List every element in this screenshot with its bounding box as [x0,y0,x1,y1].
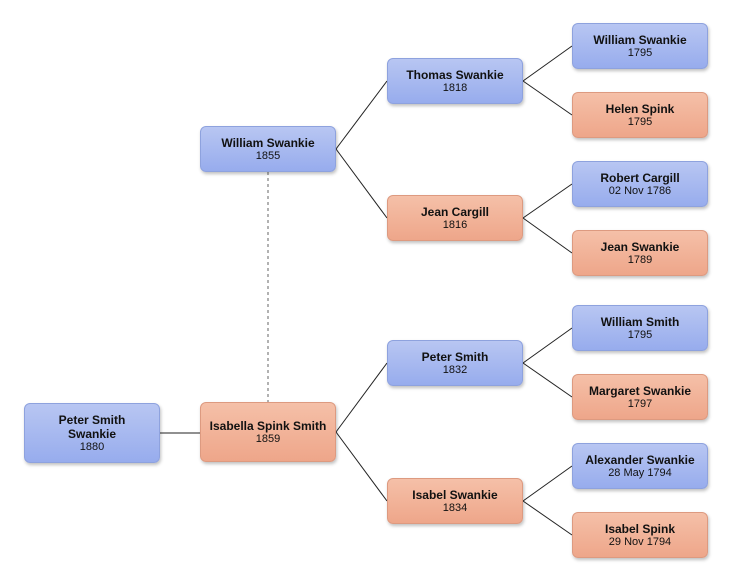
person-name: Peter Smith [421,349,489,364]
connector-pgf-ggm1 [522,80,573,116]
person-date: 1816 [442,218,468,231]
person-name: Margaret Swankie [588,383,692,398]
person-card-mother[interactable]: Isabella Spink Smith 1859 [200,402,336,462]
person-date: 02 Nov 1786 [608,184,672,197]
connector-mgm-ggf4 [522,465,573,502]
person-date: 28 May 1794 [608,466,672,479]
person-card-great-grandfather-1[interactable]: William Swankie 1795 [572,23,708,69]
person-card-maternal-grandfather[interactable]: Peter Smith 1832 [387,340,523,386]
person-card-great-grandmother-1[interactable]: Helen Spink 1795 [572,92,708,138]
person-name: William Smith [600,314,680,329]
person-card-great-grandfather-2[interactable]: Robert Cargill 02 Nov 1786 [572,161,708,207]
person-name: Thomas Swankie [406,67,504,82]
connector-mgf-ggf3 [522,327,573,364]
connector-father-pgm [335,148,388,219]
connector-mgf-ggm3 [522,362,573,398]
person-name: William Swankie [593,32,687,47]
person-card-paternal-grandmother[interactable]: Jean Cargill 1816 [387,195,523,241]
person-name: Helen Spink [605,101,675,116]
person-name: Isabel Swankie [412,487,498,502]
connector-father-pgf [335,80,388,150]
person-name: Peter Smith Swankie [58,412,126,441]
person-date: 1797 [627,397,653,410]
person-date: 1859 [255,432,281,445]
person-card-great-grandfather-3[interactable]: William Smith 1795 [572,305,708,351]
connector-pgm-ggm2 [522,217,573,254]
person-date: 1818 [442,81,468,94]
connector-mother-mgf [335,362,388,433]
person-card-root[interactable]: Peter Smith Swankie 1880 [24,403,160,463]
person-date: 1795 [627,115,653,128]
person-card-father[interactable]: William Swankie 1855 [200,126,336,172]
person-date: 1795 [627,46,653,59]
person-date: 1834 [442,501,468,514]
person-date: 1880 [79,440,105,453]
person-date: 1832 [442,363,468,376]
person-name: Jean Swankie [600,239,680,254]
connector-mgm-ggm4 [522,500,573,536]
person-name: Isabel Spink [604,521,676,536]
person-name: Alexander Swankie [585,452,695,467]
connector-mother-mgm [335,431,388,502]
person-name: Robert Cargill [600,170,680,185]
person-card-great-grandfather-4[interactable]: Alexander Swankie 28 May 1794 [572,443,708,489]
connector-pgm-ggf2 [522,183,573,219]
person-date: 1855 [255,149,281,162]
connector-pgf-ggf1 [522,45,573,82]
person-date: 29 Nov 1794 [608,535,672,548]
person-card-great-grandmother-4[interactable]: Isabel Spink 29 Nov 1794 [572,512,708,558]
person-card-maternal-grandmother[interactable]: Isabel Swankie 1834 [387,478,523,524]
person-card-great-grandmother-3[interactable]: Margaret Swankie 1797 [572,374,708,420]
person-date: 1795 [627,328,653,341]
person-name: Isabella Spink Smith [209,418,327,433]
person-card-great-grandmother-2[interactable]: Jean Swankie 1789 [572,230,708,276]
person-card-paternal-grandfather[interactable]: Thomas Swankie 1818 [387,58,523,104]
person-name: William Swankie [221,135,315,150]
person-date: 1789 [627,253,653,266]
person-name: Jean Cargill [420,204,490,219]
